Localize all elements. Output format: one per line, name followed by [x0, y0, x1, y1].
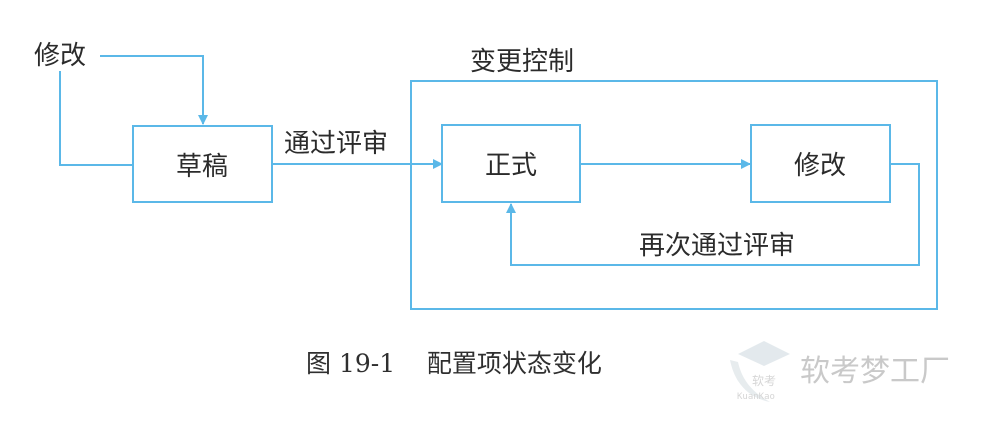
draft-label: 草稿: [176, 152, 228, 182]
modify-outer-label: 修改: [34, 41, 86, 71]
watermark-text: 软考梦工厂: [800, 354, 950, 389]
pass-review-again-arrow: [506, 163, 920, 266]
watermark-logo-en: KuanKao: [737, 392, 775, 402]
graduation-cap-icon: [738, 341, 790, 366]
change-control-region: [410, 80, 938, 310]
watermark-logo: 软考 KuanKao: [730, 341, 790, 402]
pass-review-again-label: 再次通过评审: [639, 231, 795, 261]
pass-review-label: 通过评审: [284, 129, 388, 159]
modify-loop-line: [59, 71, 133, 166]
formal-label: 正式: [485, 151, 537, 181]
watermark-logo-cn: 软考: [752, 374, 776, 388]
figure-caption: 图 19-1 配置项状态变化: [306, 349, 602, 378]
modify-to-draft-arrow: [100, 55, 208, 125]
change-control-label: 变更控制: [470, 47, 574, 77]
modify-inner-label: 修改: [794, 151, 846, 181]
